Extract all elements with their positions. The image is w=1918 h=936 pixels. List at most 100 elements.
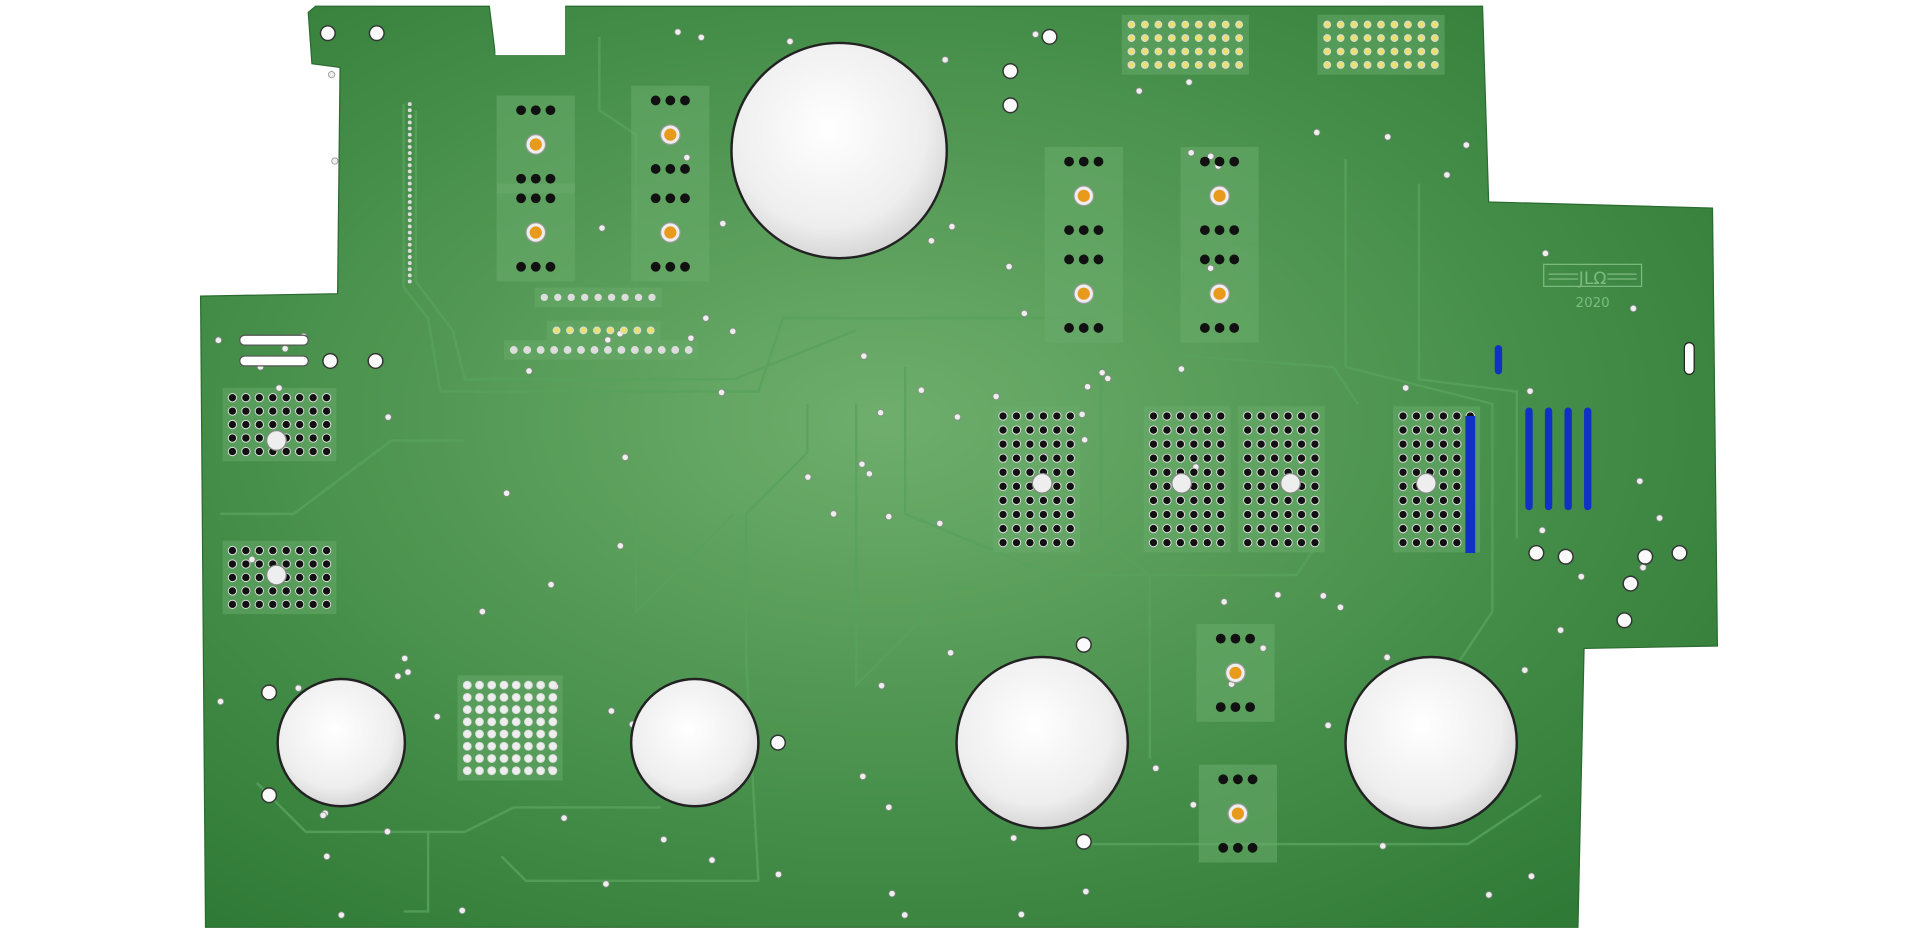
switch-block-pin xyxy=(268,406,278,416)
connector-pin xyxy=(1411,411,1422,421)
connector-pin xyxy=(1065,495,1075,506)
socket-pin xyxy=(536,680,546,690)
switch-block-pin xyxy=(321,586,332,596)
via xyxy=(1485,891,1493,899)
dsub-connector-pin xyxy=(1336,47,1345,56)
potentiometer-center xyxy=(1280,472,1301,494)
connector-pin xyxy=(1202,495,1212,506)
dsub-connector-pin xyxy=(1377,47,1385,56)
encoder-pin xyxy=(1233,774,1243,785)
header-pin xyxy=(407,267,412,272)
encoder-pin xyxy=(650,261,661,272)
dsub-connector-pin xyxy=(1377,34,1385,42)
small-hole xyxy=(319,25,336,42)
connector-pin xyxy=(1425,453,1435,463)
encoder-pin xyxy=(1078,225,1089,235)
connector-pin xyxy=(1398,495,1408,506)
connector-pin xyxy=(1296,495,1307,506)
via xyxy=(729,327,737,335)
encoder-pin xyxy=(1230,702,1241,713)
dsub-connector-pin xyxy=(1404,34,1412,42)
header-pin xyxy=(594,293,602,302)
dsub-connector-pin xyxy=(1390,61,1399,69)
encoder-pin xyxy=(1064,323,1074,333)
connector-pin xyxy=(1065,467,1075,477)
connector-pin xyxy=(1425,411,1435,421)
socket-pin xyxy=(548,705,558,714)
dsub-connector-pin xyxy=(1181,47,1190,56)
dsub-connector-pin xyxy=(1430,34,1439,42)
header-pin xyxy=(407,132,412,137)
encoder-pin xyxy=(1093,156,1104,167)
via xyxy=(1462,141,1470,149)
dsub-connector-pin xyxy=(1323,20,1332,29)
via xyxy=(859,772,867,780)
socket-pin xyxy=(499,729,509,739)
via xyxy=(1187,149,1195,157)
dsub-connector-pin xyxy=(1154,47,1163,56)
dsub-connector-pin xyxy=(1350,34,1359,42)
connector-pin xyxy=(1162,425,1172,435)
connector-pin xyxy=(1148,425,1159,435)
switch-block-pin xyxy=(254,393,264,403)
dsub-connector-pin xyxy=(1181,20,1190,29)
connector-pin xyxy=(1025,425,1035,435)
socket-pin xyxy=(475,692,484,702)
header-pin xyxy=(581,293,589,302)
via xyxy=(602,880,610,888)
copper-trace xyxy=(256,782,661,834)
encoder-pin xyxy=(680,95,690,106)
connector-pin xyxy=(1011,481,1022,491)
connector-pin xyxy=(1162,467,1172,477)
connector-pin xyxy=(1038,411,1049,421)
header-pin xyxy=(550,346,559,354)
via xyxy=(947,649,955,657)
switch-block-pin xyxy=(321,433,332,443)
dsub-connector-pin xyxy=(1417,47,1426,56)
connector-pin xyxy=(1310,509,1320,520)
connector-pin xyxy=(1025,537,1035,548)
dsub-connector-pin xyxy=(1167,20,1176,29)
dsub-connector-pin xyxy=(1430,20,1439,29)
switch-block-pin xyxy=(227,572,238,583)
dsub-connector-pin xyxy=(1154,34,1163,42)
header-pin xyxy=(617,346,626,354)
header-pin xyxy=(407,144,412,149)
connector-pin xyxy=(1148,495,1159,506)
switch-block-pin xyxy=(308,419,318,430)
switch-block-pin xyxy=(254,433,264,443)
encoder-pin xyxy=(1078,254,1089,265)
connector-pin xyxy=(1243,537,1253,548)
socket-pin xyxy=(487,680,497,690)
via xyxy=(1152,764,1160,772)
switch-block-pin xyxy=(268,419,278,430)
connector-pin xyxy=(1148,453,1159,463)
connector-pin xyxy=(1038,439,1049,449)
connector-pin xyxy=(1438,537,1449,548)
dsub-connector-pin xyxy=(1404,61,1412,69)
switch-block-pin xyxy=(308,433,318,443)
header-pin xyxy=(523,346,532,354)
socket-pin xyxy=(524,692,533,702)
connector-pin xyxy=(1256,481,1266,491)
via xyxy=(1098,369,1106,377)
header-pin xyxy=(607,293,616,302)
switch-block-pin xyxy=(254,545,264,556)
socket-pin xyxy=(511,692,521,702)
dsub-connector-pin xyxy=(1350,61,1359,69)
connector-pin xyxy=(1025,495,1035,506)
switch-block-pin xyxy=(295,599,305,610)
connector-pin xyxy=(1256,523,1266,534)
header-pin xyxy=(407,151,412,155)
via xyxy=(281,345,289,353)
socket-pin xyxy=(499,705,509,714)
connector-pin xyxy=(1256,425,1266,435)
connector-pin xyxy=(1438,425,1449,435)
socket-pin xyxy=(536,705,546,714)
header-pin xyxy=(407,248,412,253)
connector-pin xyxy=(1243,439,1253,449)
connector-pin xyxy=(1269,481,1280,491)
connector-pin xyxy=(1162,509,1172,520)
switch-block-pin xyxy=(241,446,251,457)
switch-block-pin xyxy=(281,446,291,457)
